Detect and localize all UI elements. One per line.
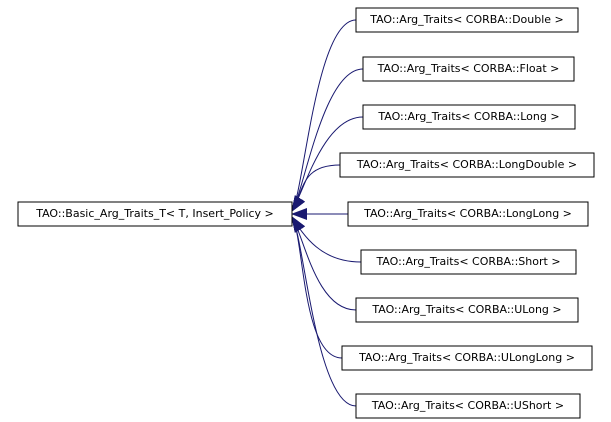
derived-class-label: TAO::Arg_Traits< CORBA::Float > — [377, 62, 560, 75]
derived-class-node-double[interactable]: TAO::Arg_Traits< CORBA::Double > — [355, 7, 579, 33]
base-class-label: TAO::Basic_Arg_Traits_T< T, Insert_Polic… — [35, 207, 274, 220]
derived-class-label: TAO::Arg_Traits< CORBA::Short > — [375, 255, 560, 268]
derived-class-label: TAO::Arg_Traits< CORBA::ULongLong > — [358, 351, 575, 364]
derived-class-node-ulong[interactable]: TAO::Arg_Traits< CORBA::ULong > — [355, 297, 579, 323]
derived-class-node-ulonglong[interactable]: TAO::Arg_Traits< CORBA::ULongLong > — [341, 345, 593, 371]
inheritance-edge-ulonglong — [291, 216, 343, 359]
derived-class-node-ushort[interactable]: TAO::Arg_Traits< CORBA::UShort > — [355, 393, 581, 419]
derived-class-label: TAO::Arg_Traits< CORBA::LongLong > — [363, 207, 572, 220]
derived-class-label: TAO::Arg_Traits< CORBA::Long > — [377, 110, 559, 123]
derived-class-node-longdouble[interactable]: TAO::Arg_Traits< CORBA::LongDouble > — [339, 152, 595, 178]
derived-class-node-longlong[interactable]: TAO::Arg_Traits< CORBA::LongLong > — [347, 201, 589, 227]
derived-class-label: TAO::Arg_Traits< CORBA::LongDouble > — [356, 158, 577, 171]
derived-class-label: TAO::Arg_Traits< CORBA::ULong > — [371, 303, 561, 316]
base-class-box — [17, 201, 293, 227]
inheritance-edge-longdouble — [291, 164, 341, 212]
derived-class-label: TAO::Arg_Traits< CORBA::Double > — [369, 13, 564, 26]
derived-class-node-float[interactable]: TAO::Arg_Traits< CORBA::Float > — [362, 56, 575, 82]
edges-layer — [291, 19, 364, 407]
derived-class-label: TAO::Arg_Traits< CORBA::UShort > — [371, 399, 564, 412]
inheritance-edge-ushort — [291, 216, 357, 407]
base-class-node[interactable]: TAO::Basic_Arg_Traits_T< T, Insert_Polic… — [17, 201, 293, 227]
derived-class-node-short[interactable]: TAO::Arg_Traits< CORBA::Short > — [360, 249, 577, 275]
derived-class-node-long[interactable]: TAO::Arg_Traits< CORBA::Long > — [362, 104, 576, 130]
